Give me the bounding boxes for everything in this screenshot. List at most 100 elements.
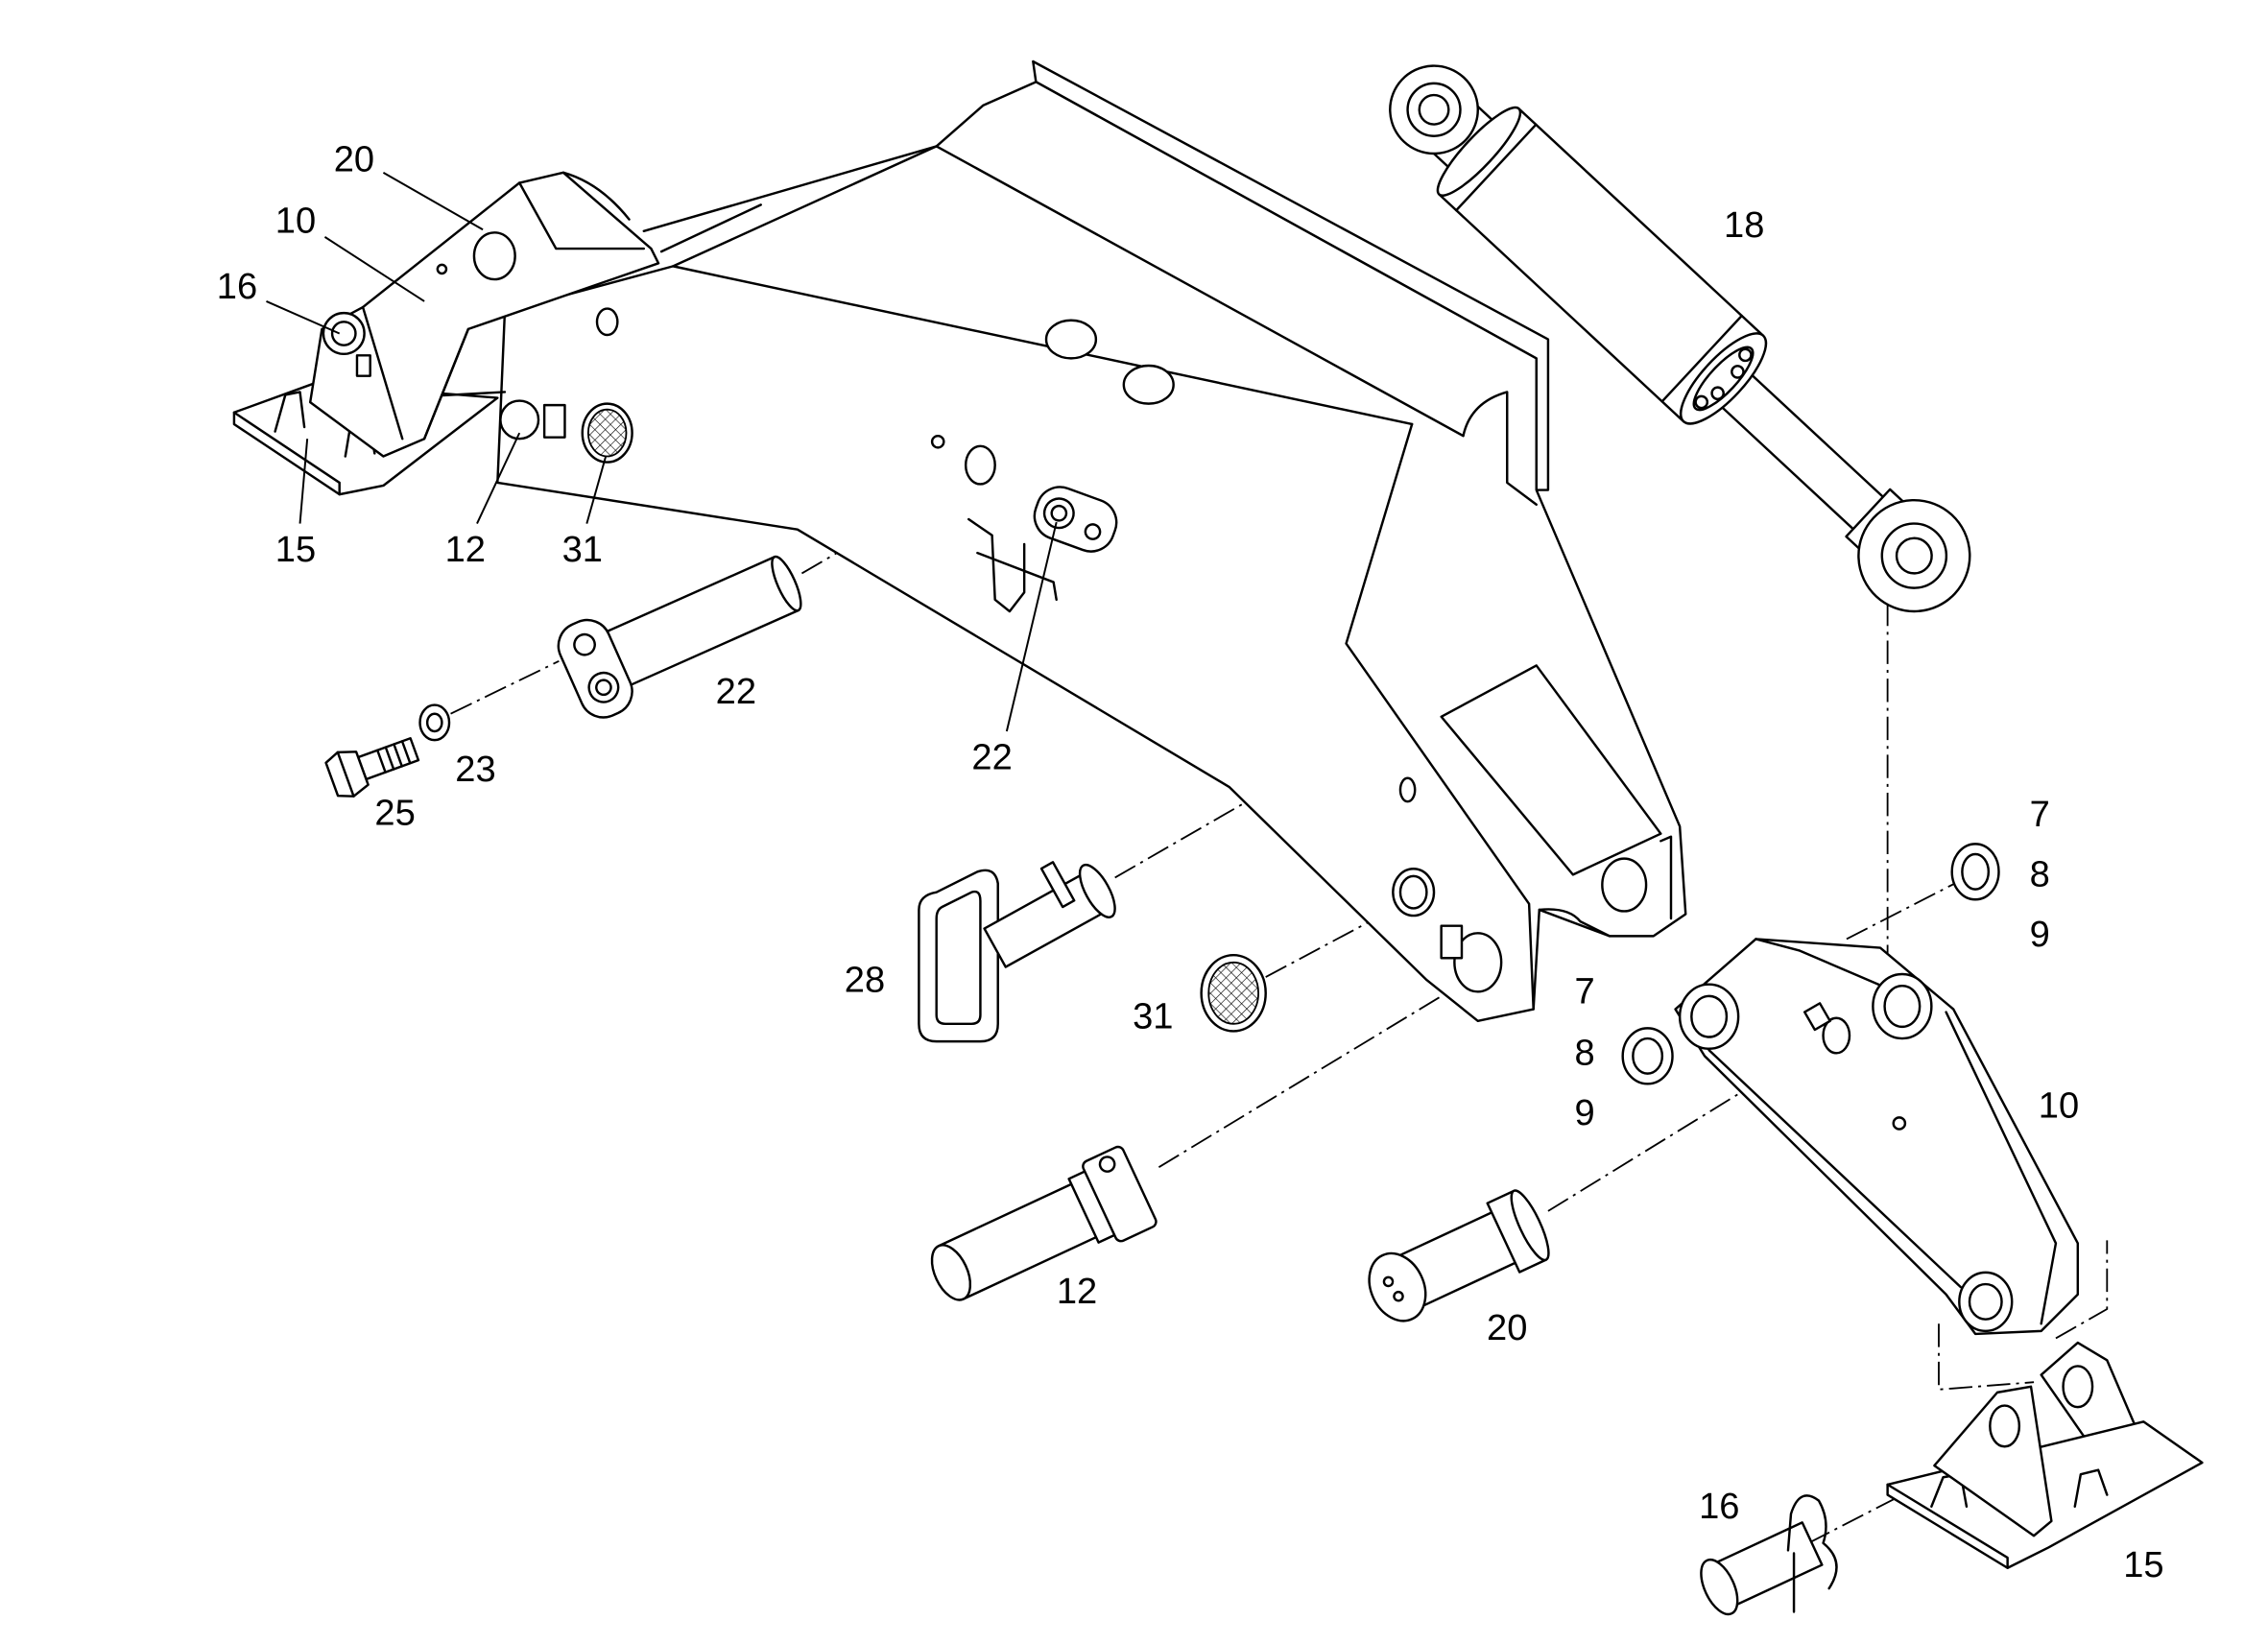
axis-washer-7-8-9	[1846, 882, 1956, 941]
part-cylinder-18	[1389, 64, 1971, 613]
callout-20: 20	[1487, 1308, 1527, 1348]
frame-notch	[1462, 391, 1538, 507]
base-upright-front	[1933, 1385, 2053, 1537]
upper-left-link-assembly	[232, 171, 660, 496]
axis-washer-23	[450, 660, 560, 715]
part-bolt-25	[324, 737, 420, 798]
pin-end	[771, 555, 802, 612]
cap-mesh	[586, 408, 628, 458]
pin-28-lock	[1039, 861, 1076, 909]
cylinder-bottom-eye-bore	[1895, 536, 1933, 575]
callout-16: 16	[1699, 1487, 1739, 1527]
callout-31: 31	[562, 530, 603, 570]
callout-7: 7	[1574, 971, 1594, 1012]
gland-bolt	[1694, 394, 1709, 410]
leader-line	[266, 300, 341, 335]
gland-bolt	[1731, 365, 1745, 379]
pin-shaft	[603, 556, 800, 687]
part-base-plate-15-lower	[1886, 1341, 2204, 1569]
frame-edge	[1659, 835, 1673, 920]
callout-25: 25	[374, 794, 415, 834]
frame-hole	[930, 434, 945, 449]
frame-block	[1440, 924, 1464, 960]
frame-hole	[1398, 776, 1417, 803]
cylinder-base-end	[1436, 106, 1522, 197]
frame-hole	[964, 444, 996, 486]
part-link-10-lower	[1674, 938, 2080, 1336]
pin-head-hole	[1393, 1290, 1404, 1302]
part-pin-12-lower	[930, 1145, 1158, 1301]
leader-line	[298, 439, 309, 524]
leader-line	[323, 236, 425, 302]
callout-22: 22	[716, 672, 756, 712]
frame-arm-inset	[1440, 664, 1662, 876]
link-bore	[1968, 1282, 2003, 1321]
pin-28-collar	[1078, 863, 1116, 918]
pin-end	[1510, 1189, 1550, 1262]
axis-pin-20	[1547, 1046, 1815, 1212]
link-body	[1674, 938, 2080, 1336]
frame-hole	[1122, 364, 1175, 405]
gland-bolt	[1710, 386, 1725, 401]
frame-edge	[642, 145, 938, 253]
pin-16-cotter	[355, 354, 371, 377]
link-block	[1802, 1002, 1831, 1032]
callout-9: 9	[1574, 1093, 1594, 1133]
frame-hole	[1453, 932, 1503, 993]
cylinder-top-eye-bore	[1418, 93, 1450, 126]
leader-line	[382, 171, 484, 231]
callout-18: 18	[1724, 205, 1764, 246]
link-hole	[1892, 1116, 1907, 1131]
frame-hole	[499, 399, 540, 441]
pin-head	[930, 1244, 972, 1301]
pin-head	[1700, 1558, 1739, 1616]
link-edge	[361, 171, 646, 441]
frame-hole	[1044, 319, 1098, 360]
part-washers-7-8-9-left	[1621, 1027, 1674, 1085]
callout-8: 8	[2030, 855, 2050, 895]
part-washers-7-8-9-right	[1950, 843, 2000, 901]
washer-bore	[1961, 852, 1991, 891]
pin-head	[1368, 1251, 1427, 1322]
callout-23: 23	[455, 750, 495, 790]
callout-labels: 20 10 16 15 12 31 18 22 23 25 22 7 8 9 2…	[217, 139, 2164, 1585]
callout-7: 7	[2030, 795, 2050, 835]
callout-16: 16	[217, 267, 257, 307]
washer-bore	[1632, 1036, 1664, 1075]
callout-10: 10	[275, 201, 316, 241]
frame-edge	[1345, 422, 1535, 1011]
part-pin-22-lower	[557, 555, 802, 719]
frame-hole	[1601, 857, 1648, 913]
washer-bore	[425, 712, 443, 733]
frame-block	[542, 403, 566, 439]
cylinder-band	[1455, 123, 1743, 403]
flange-bolt	[1084, 523, 1102, 540]
part-pin-28	[918, 861, 1116, 1043]
part-washer-23	[418, 703, 451, 742]
pin-16-r-clip	[1786, 1494, 1838, 1613]
callout-31: 31	[1133, 996, 1173, 1036]
flange-hole	[573, 632, 596, 656]
base-hole	[1989, 1404, 2021, 1448]
link-bore	[1883, 984, 1922, 1029]
leader-line	[585, 456, 608, 524]
pin-head-hole	[1382, 1275, 1395, 1288]
callout-8: 8	[1574, 1033, 1594, 1073]
pin-28-handle-inner	[935, 890, 982, 1026]
link-edge	[1707, 938, 2058, 1325]
link-hole	[436, 263, 448, 275]
callout-28: 28	[845, 960, 885, 1000]
callout-15: 15	[275, 530, 316, 570]
part-cap-31-lower	[1200, 953, 1267, 1033]
bolt-head-edge	[336, 751, 355, 798]
leader-line	[476, 432, 521, 525]
frame-edge	[672, 265, 1414, 426]
bolt-thread	[376, 740, 412, 774]
part-pin-20-upper	[472, 231, 516, 281]
base-plate-edge	[232, 411, 341, 496]
frame-hole	[1398, 874, 1428, 910]
frame-edge	[935, 145, 1465, 438]
frame-hook	[1538, 908, 1611, 938]
link-bore	[1690, 994, 1729, 1038]
